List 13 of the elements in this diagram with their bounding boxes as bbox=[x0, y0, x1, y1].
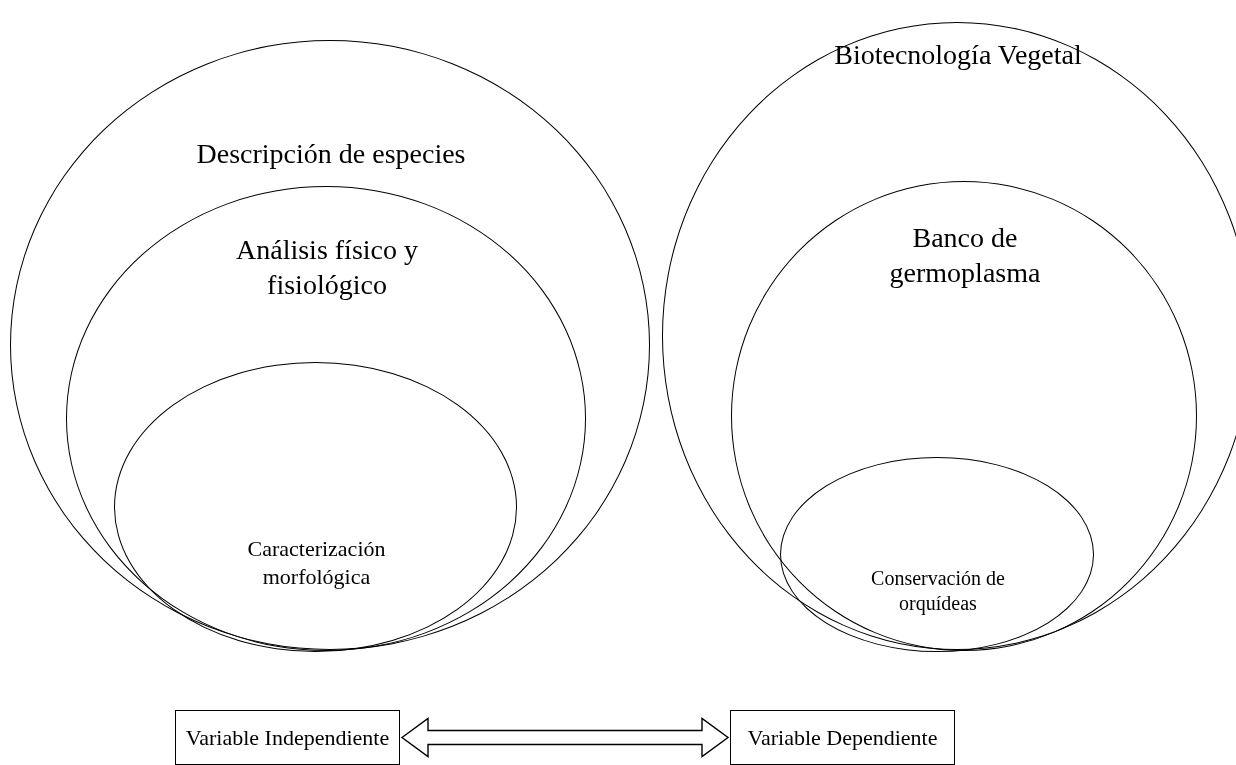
nested-ellipse bbox=[780, 457, 1094, 652]
nested-ellipse bbox=[10, 40, 650, 650]
ellipse-label: Conservación de orquídeas bbox=[870, 566, 1006, 616]
nested-ellipse bbox=[114, 362, 517, 652]
ellipse-label: Biotecnología Vegetal bbox=[833, 38, 1083, 72]
nested-ellipse bbox=[66, 186, 586, 651]
ellipse-label: Análisis físico y fisiológico bbox=[235, 233, 419, 302]
double-block-arrow bbox=[400, 717, 730, 758]
variable-box: Variable Independiente bbox=[175, 710, 400, 765]
variable-box: Variable Dependiente bbox=[730, 710, 955, 765]
ellipse-label: Caracterización morfológica bbox=[246, 535, 387, 590]
ellipse-label: Descripción de especies bbox=[195, 137, 467, 171]
ellipse-label: Banco de germoplasma bbox=[888, 221, 1042, 290]
